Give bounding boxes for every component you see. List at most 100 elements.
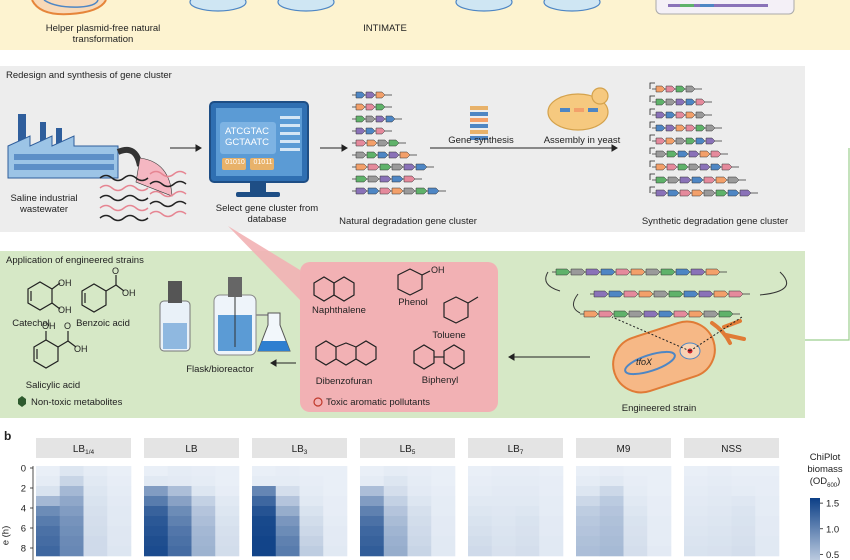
heatmap-cell bbox=[252, 466, 277, 477]
engineered-strain-cell-icon bbox=[612, 319, 746, 394]
gene-arrow bbox=[375, 115, 386, 123]
catechol-label: Catechol bbox=[12, 318, 50, 329]
heatmap-cell bbox=[323, 466, 348, 477]
heatmap-cell bbox=[144, 506, 169, 517]
gene-arrow bbox=[653, 290, 669, 298]
heatmap-cell bbox=[107, 516, 132, 527]
heatmap-cell bbox=[360, 476, 385, 487]
heatmap-cell bbox=[323, 496, 348, 507]
petri-dish-icon bbox=[189, 0, 247, 12]
gene-arrow bbox=[377, 139, 389, 147]
panel-b-letter: b bbox=[4, 429, 12, 443]
heatmap-cell bbox=[647, 466, 672, 477]
heatmap-panel-label-sub: 7 bbox=[520, 449, 524, 456]
heatmap-cell bbox=[36, 546, 61, 557]
heatmap-cell bbox=[191, 516, 216, 527]
heatmap-cell bbox=[407, 536, 432, 547]
gene-arrow bbox=[658, 310, 674, 318]
phenol-label: Phenol bbox=[398, 297, 428, 308]
heatmap-cell bbox=[407, 546, 432, 557]
gene-arrow bbox=[365, 115, 376, 123]
gene-arrow bbox=[688, 163, 700, 171]
heatmap-cell bbox=[491, 476, 516, 487]
heatmap-cell bbox=[383, 516, 408, 527]
gene-arrow bbox=[377, 151, 389, 159]
gene-arrow bbox=[355, 187, 368, 195]
heatmap-cell bbox=[647, 546, 672, 557]
gene-arrow bbox=[721, 163, 733, 171]
heatmap-cell bbox=[684, 516, 709, 527]
gene-arrow bbox=[355, 163, 368, 171]
heatmap-cell bbox=[539, 476, 564, 487]
heatmap-cell bbox=[707, 516, 732, 527]
heatmap-cell bbox=[252, 476, 277, 487]
heatmap-cell bbox=[431, 516, 456, 527]
gene-arrow bbox=[355, 175, 368, 183]
gene-arrow bbox=[427, 187, 440, 195]
gene-arrow bbox=[403, 187, 416, 195]
heatmap-cell bbox=[539, 516, 564, 527]
heatmap-cell bbox=[491, 506, 516, 517]
heatmap-cell bbox=[599, 496, 624, 507]
gene-arrow bbox=[365, 103, 376, 111]
heatmap-cell bbox=[707, 466, 732, 477]
heatmap-cell bbox=[731, 546, 756, 557]
heatmap-cell bbox=[215, 496, 240, 507]
colorbar-title-3: (OD600) bbox=[809, 476, 841, 489]
heatmap-cell bbox=[515, 536, 540, 547]
heatmap-cell bbox=[36, 526, 61, 537]
gene-arrow bbox=[583, 310, 599, 318]
heatmap-cell bbox=[323, 536, 348, 547]
heatmap-cell bbox=[599, 486, 624, 497]
heatmap-cell bbox=[167, 466, 192, 477]
gene-arrow bbox=[638, 290, 654, 298]
heatmap-cell bbox=[431, 466, 456, 477]
promoter-icon bbox=[649, 121, 655, 128]
gene-arrow bbox=[388, 139, 400, 147]
heatmap-cell bbox=[215, 476, 240, 487]
heatmap-cell bbox=[107, 506, 132, 517]
heatmap-cell bbox=[83, 516, 108, 527]
heatmap-cell bbox=[299, 496, 324, 507]
dibenzofuran-label: Dibenzofuran bbox=[315, 376, 373, 387]
salicylic-acid-structure-icon bbox=[33, 331, 77, 369]
heatmap-cell bbox=[215, 536, 240, 547]
gene-arrow bbox=[555, 268, 571, 276]
gene-arrow bbox=[391, 187, 404, 195]
promoter-icon bbox=[649, 82, 655, 89]
heatmap-cell bbox=[468, 546, 493, 557]
middle-band bbox=[0, 66, 805, 232]
heatmap-cell bbox=[684, 496, 709, 507]
benzoic-acid-label: Benzoic acid bbox=[76, 318, 130, 329]
gene-arrow bbox=[623, 290, 639, 298]
promoter-icon bbox=[649, 147, 655, 154]
gene-arrow bbox=[665, 137, 676, 145]
heatmap-cell bbox=[491, 536, 516, 547]
gene-synthesis-icon bbox=[470, 106, 488, 140]
heatmap-cell bbox=[731, 486, 756, 497]
heatmap-cell bbox=[299, 516, 324, 527]
heatmap-cell bbox=[323, 476, 348, 487]
heatmap-cell bbox=[599, 546, 624, 557]
gene-arrow bbox=[388, 151, 400, 159]
heatmap-cell bbox=[431, 546, 456, 557]
heatmap-cell bbox=[383, 506, 408, 517]
gene-arrow bbox=[685, 124, 696, 132]
heatmap-cell bbox=[83, 506, 108, 517]
gene-arrow bbox=[600, 268, 616, 276]
synthetic-gene-cluster bbox=[649, 82, 758, 197]
heatmap-cell bbox=[107, 486, 132, 497]
heatmap-panel-header bbox=[36, 438, 131, 458]
gene-arrow bbox=[705, 268, 721, 276]
colorbar-tick-label: 1.0 bbox=[826, 524, 839, 535]
heatmap-cell bbox=[275, 486, 300, 497]
heatmap-panel-header bbox=[468, 438, 563, 458]
heatmap-cell bbox=[383, 496, 408, 507]
tfox-gene-label: tfoX bbox=[636, 357, 653, 367]
phenol-oh-label: OH bbox=[431, 265, 445, 275]
heatmap-cell bbox=[515, 546, 540, 557]
heatmap-cell bbox=[684, 466, 709, 477]
heatmap-cell bbox=[360, 526, 385, 537]
gene-arrow bbox=[727, 189, 740, 197]
heatmap-cell bbox=[167, 546, 192, 557]
